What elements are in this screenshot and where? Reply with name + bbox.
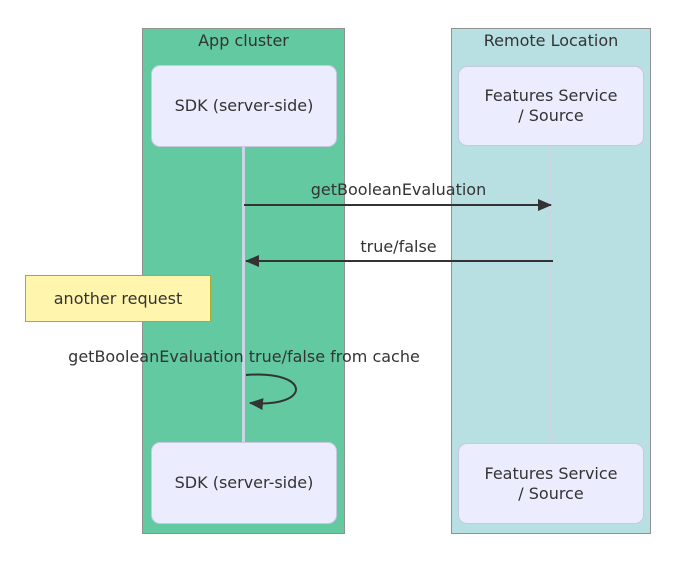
lifeline-sdk xyxy=(242,147,245,443)
participant-features-bottom-label: Features Service / Source xyxy=(484,463,618,503)
lifeline-features-service xyxy=(549,146,552,443)
group-title-app-cluster: App cluster xyxy=(198,31,289,50)
participant-sdk-top-label: SDK (server-side) xyxy=(174,96,314,115)
participant-sdk-bottom: SDK (server-side) xyxy=(151,442,337,524)
group-title-remote-location: Remote Location xyxy=(483,31,619,50)
participant-features-top: Features Service / Source xyxy=(458,66,644,146)
participant-sdk-bottom-label: SDK (server-side) xyxy=(174,473,314,492)
participant-features-bottom: Features Service / Source xyxy=(458,443,644,524)
note-another-request: another request xyxy=(25,275,211,322)
participant-sdk-top: SDK (server-side) xyxy=(151,65,337,147)
participant-features-top-label: Features Service / Source xyxy=(484,86,618,125)
note-label: another request xyxy=(53,289,183,308)
